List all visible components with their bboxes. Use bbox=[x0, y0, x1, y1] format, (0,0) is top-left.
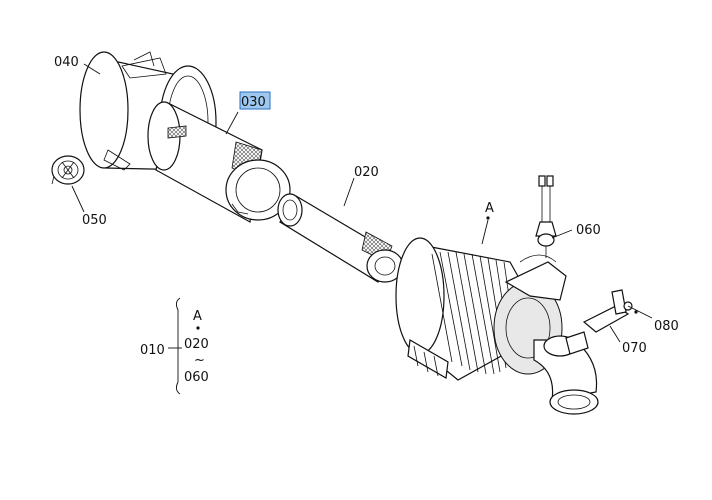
ref-dot-A bbox=[486, 216, 490, 220]
legend-ref-label: A bbox=[193, 309, 202, 324]
legend-from-label: 020 bbox=[184, 337, 209, 352]
callout-080-label: 080 bbox=[654, 319, 679, 334]
callout-A-label: A bbox=[485, 201, 494, 216]
callout-070[interactable]: 070 bbox=[622, 341, 647, 356]
callout-A[interactable]: A bbox=[485, 201, 494, 216]
callout-040-label: 040 bbox=[54, 55, 79, 70]
housing-drawing bbox=[395, 237, 567, 381]
cover-040-drawing bbox=[79, 51, 217, 179]
callout-030-highlight bbox=[239, 91, 271, 110]
callout-040[interactable]: 040 bbox=[54, 55, 79, 70]
evacuator-050-drawing bbox=[51, 155, 85, 185]
legend-to-label: 060 bbox=[184, 370, 209, 385]
callout-050-label: 050 bbox=[82, 213, 107, 228]
callout-030-label: 030 bbox=[241, 95, 266, 110]
callout-050[interactable]: 050 bbox=[82, 213, 107, 228]
callout-020[interactable]: 020 bbox=[354, 165, 379, 180]
callout-020-label: 020 bbox=[354, 165, 379, 180]
legend-ref-dot bbox=[196, 326, 200, 330]
callout-080[interactable]: 080 bbox=[654, 319, 679, 334]
outer-filter-030-drawing bbox=[147, 101, 291, 223]
callout-070-label: 070 bbox=[622, 341, 647, 356]
callout-060[interactable]: 060 bbox=[576, 223, 601, 238]
legend-parent-label: 010 bbox=[140, 343, 165, 358]
inner-filter-020-drawing bbox=[277, 193, 404, 283]
callout-030[interactable]: 030 bbox=[239, 91, 271, 110]
outlet-elbow-drawing bbox=[533, 335, 599, 415]
indicator-060-drawing bbox=[535, 175, 557, 258]
callout-060-label: 060 bbox=[576, 223, 601, 238]
assembly-legend[interactable]: 010 A 020 ~ 060 bbox=[140, 309, 209, 385]
leader-lines bbox=[71, 63, 653, 395]
bolt-dot-080 bbox=[634, 310, 638, 314]
legend-tilde: ~ bbox=[194, 353, 205, 368]
